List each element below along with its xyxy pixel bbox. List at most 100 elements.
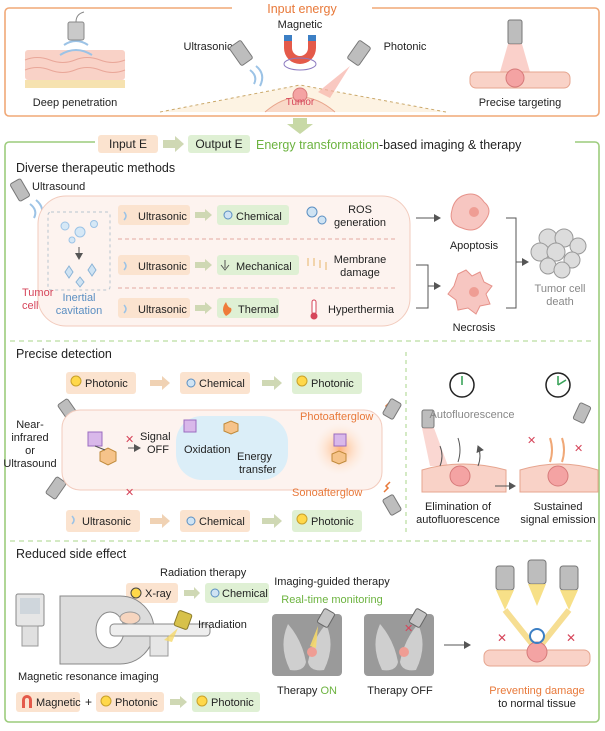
source-label-4: Ultrasound: [3, 458, 56, 470]
photonic-in-label: Photonic: [115, 697, 158, 709]
row3-output: Thermal: [238, 304, 278, 316]
row3-effect: Hyperthermia: [328, 304, 395, 316]
side-effect-section-title: Reduced side effect: [16, 547, 127, 561]
elimination-label-1: Elimination of: [425, 501, 492, 513]
row3-input: Ultrasonic: [138, 304, 187, 316]
xray-label: X-ray: [145, 588, 172, 600]
sustained-label-2: signal emission: [520, 514, 595, 526]
legend-output-label-2: Output E: [195, 137, 242, 151]
chemical-label: Chemical: [222, 588, 268, 600]
therapy-section: Diverse therapeutic methods Ultrasound I…: [10, 161, 587, 334]
deep-penetration-label: Deep penetration: [33, 97, 117, 109]
oxidation-label: Oxidation: [184, 444, 230, 456]
magnetic-label: Magnetic: [278, 19, 323, 31]
magnet-small-icon: [22, 695, 32, 708]
detection-top-chain: Photonic Chemical Photonic: [66, 372, 362, 394]
elimination-illustration: [421, 372, 507, 493]
death-label-2: death: [546, 296, 574, 308]
apoptosis-label: Apoptosis: [450, 240, 499, 252]
radiation-therapy-label: Radiation therapy: [160, 567, 247, 579]
tumor-cell-cluster-icon: [530, 228, 587, 279]
deep-penetration-illustration: [24, 11, 126, 88]
top-chain-1: Photonic: [85, 378, 128, 390]
afterglow-molecule-icon: [331, 433, 347, 465]
necrosis-cell-icon: [447, 269, 493, 315]
bottom-chain-3: Photonic: [311, 516, 354, 528]
sustained-label-1: Sustained: [534, 501, 583, 513]
tumor-cell-label-1: Tumor: [22, 287, 54, 299]
imaging-guided-label: Imaging-guided therapy: [274, 576, 390, 588]
detection-section-title: Precise detection: [16, 347, 112, 361]
necrosis-label: Necrosis: [453, 322, 496, 334]
legend-input-label-2: Input E: [109, 137, 147, 151]
irradiation-label: Irradiation: [198, 619, 247, 631]
photonic-out-label: Photonic: [211, 697, 254, 709]
therapy-on-label: Therapy ON: [277, 685, 337, 697]
detection-section: Precise detection Photonic Chemical Phot…: [3, 347, 599, 536]
magnet-icon: [283, 35, 317, 71]
preventing-label: Preventing damage: [489, 685, 584, 697]
top-chain-3: Photonic: [311, 378, 354, 390]
plus-sign: +: [85, 695, 92, 709]
cavitation-label: cavitation: [56, 305, 102, 317]
therapy-off-panel: ✕: [364, 608, 434, 676]
death-label-1: Tumor cell: [535, 283, 586, 295]
row1-effect-1: ROS: [348, 204, 372, 216]
main-title-rest-2: -based imaging & therapy: [379, 138, 522, 152]
sustained-cross-1: ✕: [527, 435, 536, 447]
detector-icon: [382, 398, 402, 516]
off-label: OFF: [147, 444, 169, 456]
normal-tissue-label: to normal tissue: [498, 698, 576, 710]
ultrasound-label: Ultrasound: [32, 181, 85, 193]
flame-icon: [223, 302, 232, 316]
magnetic-chain-label: Magnetic: [36, 697, 81, 709]
bottom-chain-2: Chemical: [199, 516, 245, 528]
bulb-icon-2: [196, 695, 208, 707]
therapy-off-label: Therapy OFF: [367, 685, 433, 697]
energy-fan: [159, 84, 447, 113]
row2-effect-2: damage: [340, 267, 380, 279]
beam-target-circle: [529, 628, 545, 644]
therapy-on-state: ON: [320, 685, 337, 697]
row1-input: Ultrasonic: [138, 211, 187, 223]
photonic-label: Photonic: [384, 41, 427, 53]
beam-cross-left: ✕: [497, 631, 507, 645]
down-arrow-icon: [287, 118, 313, 134]
off-cross: ✕: [404, 623, 413, 635]
detection-bottom-chain: Ultrasonic Chemical Photonic: [66, 510, 362, 532]
sonoafterglow-label: Sonoafterglow: [292, 487, 362, 499]
row1-effect-2: generation: [334, 217, 386, 229]
irradiation-source-icon: [164, 610, 193, 642]
mri-label: Magnetic resonance imaging: [18, 671, 159, 683]
cross-bottom: ✕: [125, 487, 134, 499]
source-label-3: or: [25, 445, 35, 457]
main-title-highlight-2: Energy transformation: [256, 138, 379, 152]
row2-effect-1: Membrane: [334, 254, 387, 266]
thermometer-icon: [311, 299, 317, 315]
reaction-molecules-icon: [183, 419, 239, 435]
elimination-label-2: autofluorescence: [416, 514, 500, 526]
real-time-label: Real-time monitoring: [281, 594, 382, 606]
apoptosis-cell-icon: [450, 193, 490, 231]
ultrasound-probe-icon: [229, 40, 264, 87]
cross-top: ✕: [125, 434, 134, 446]
energy-label: Energy: [237, 451, 272, 463]
photoafterglow-label: Photoafterglow: [300, 411, 373, 423]
bubbles-icon: [60, 220, 98, 288]
row1-output: Chemical: [236, 211, 282, 223]
main-title-2: Energy transformation-based imaging & th…: [256, 138, 522, 152]
row2-output: Mechanical: [236, 261, 292, 273]
precise-targeting-illustration: [469, 19, 571, 89]
source-label-1: Near-: [16, 419, 44, 431]
legend-redraw: Input E Output E Energy transformation-b…: [98, 135, 522, 153]
sustained-illustration: [519, 372, 599, 493]
radiation-icon: [130, 587, 142, 599]
top-chain-2: Chemical: [199, 378, 245, 390]
therapy-section-title: Diverse therapeutic methods: [16, 161, 175, 175]
side-effect-section: Reduced side effect Radiation therapy X-…: [15, 547, 591, 712]
mri-scanner-illustration: [15, 593, 211, 665]
row2-input: Ultrasonic: [138, 261, 187, 273]
sustained-cross-2: ✕: [574, 443, 583, 455]
multi-beam-illustration: [483, 559, 591, 667]
